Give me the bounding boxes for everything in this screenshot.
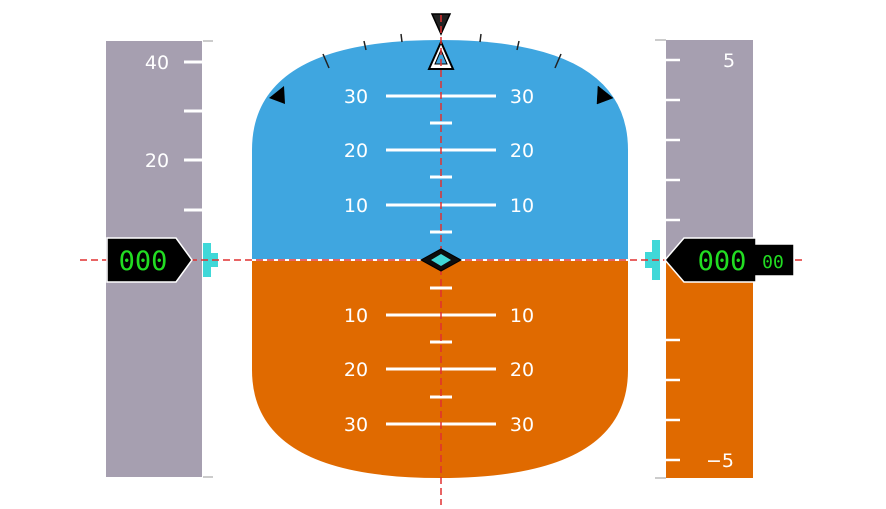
roll-tick (363, 40, 367, 51)
pitch-label-down-20-left: 20 (344, 359, 368, 381)
roll-tick (322, 53, 330, 69)
pitch-label-up-10-right: 10 (510, 195, 534, 217)
right-tape-label-5: 5 (723, 50, 735, 72)
right-tape-background (666, 40, 753, 260)
right-readout-box (664, 237, 795, 283)
roll-tick (516, 40, 520, 51)
roll-45-right-triangle-icon (596, 85, 614, 105)
right-readout: 000 00 (664, 237, 795, 283)
pitch-label-down-20-right: 20 (510, 359, 534, 381)
pitch-label-down-30-right: 30 (510, 414, 534, 436)
left-tape-label-40: 40 (145, 52, 169, 74)
right-tape-ground-fill (666, 260, 753, 478)
pitch-label-up-20-left: 20 (344, 140, 368, 162)
ground (252, 260, 628, 478)
pitch-label-up-30-right: 30 (510, 86, 534, 108)
pitch-label-up-20-right: 20 (510, 140, 534, 162)
roll-tick (554, 53, 562, 69)
pitch-label-down-10-left: 10 (344, 305, 368, 327)
roll-index-triangle-icon (430, 13, 452, 36)
roll-45-left-triangle-icon (269, 86, 285, 104)
right-readout-small-value: 00 (762, 252, 784, 273)
aircraft-symbol-inner (431, 254, 451, 266)
left-readout: 000 (106, 237, 193, 283)
roll-scale (322, 33, 562, 69)
pitch-label-down-30-left: 30 (344, 414, 368, 436)
pitch-label-up-30-left: 30 (344, 86, 368, 108)
roll-tick (400, 33, 403, 43)
left-readout-box (106, 237, 193, 283)
roll-tick (479, 33, 482, 43)
pitch-label-up-10-left: 10 (344, 195, 368, 217)
left-readout-value: 000 (119, 246, 168, 277)
pitch-labels: 30 30 20 20 10 10 10 10 20 20 30 30 (344, 86, 534, 436)
pitch-label-down-10-right: 10 (510, 305, 534, 327)
right-tape-label-minus-5: −5 (706, 450, 734, 472)
right-readout-value: 000 (698, 246, 747, 277)
left-target-bug (203, 243, 218, 277)
left-tape-label-20: 20 (145, 150, 169, 172)
